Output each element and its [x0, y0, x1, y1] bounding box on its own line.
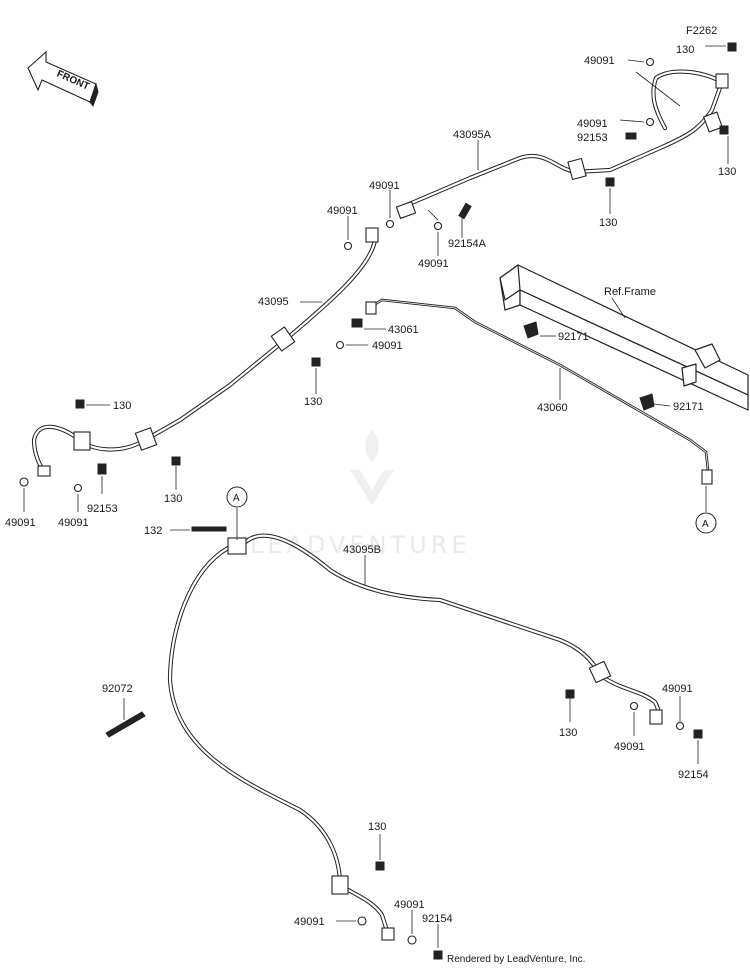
- label-49091: 49091: [577, 118, 608, 130]
- label-92154: 92154: [422, 913, 453, 925]
- label-130: 130: [368, 821, 386, 833]
- label-49091: 49091: [58, 517, 89, 529]
- label-92153: 92153: [87, 503, 118, 515]
- watermark-logo-icon: [350, 470, 394, 505]
- label-130: 130: [718, 166, 736, 178]
- callout-a-right: A: [695, 512, 717, 534]
- hose-43095a: [395, 69, 729, 220]
- label-49091: 49091: [418, 258, 449, 270]
- hardware: [19, 42, 737, 960]
- part-labels: 130 49091 49091 92153 43095A 130 130 490…: [5, 44, 736, 928]
- watermark-text: LEADVENTURE: [250, 531, 471, 559]
- front-arrow: FRONT: [27, 50, 99, 108]
- watermark: LEADVENTURE: [250, 430, 471, 559]
- label-132: 132: [144, 525, 162, 537]
- label-130: 130: [676, 44, 694, 56]
- label-92072: 92072: [102, 683, 133, 695]
- label-92171: 92171: [673, 401, 704, 413]
- label-49091: 49091: [369, 180, 400, 192]
- label-43060: 43060: [537, 402, 568, 414]
- label-43095a: 43095A: [453, 129, 492, 141]
- hose-43095b: [167, 533, 663, 941]
- hose-43095: [31, 227, 379, 477]
- label-43061: 43061: [388, 324, 419, 336]
- svg-text:A: A: [233, 493, 240, 504]
- brake-line-43060: [365, 298, 713, 485]
- label-130: 130: [559, 727, 577, 739]
- label-130: 130: [304, 396, 322, 408]
- label-92153: 92153: [577, 132, 608, 144]
- reference-frame: [499, 264, 749, 411]
- label-49091: 49091: [662, 683, 693, 695]
- callout-a-top: A: [226, 486, 248, 508]
- label-130: 130: [164, 493, 182, 505]
- svg-text:A: A: [702, 519, 709, 530]
- label-92154: 92154: [678, 769, 709, 781]
- diagram-code: F2262: [686, 25, 717, 37]
- label-92171: 92171: [558, 331, 589, 343]
- label-43095: 43095: [258, 296, 289, 308]
- label-49091: 49091: [372, 340, 403, 352]
- label-49091: 49091: [394, 899, 425, 911]
- label-49091: 49091: [327, 205, 358, 217]
- label-130: 130: [599, 217, 617, 229]
- leader-lines: [23, 45, 729, 948]
- footer-credit: Rendered by LeadVenture, Inc.: [447, 954, 585, 965]
- label-49091: 49091: [294, 916, 325, 928]
- ref-frame-label: Ref.Frame: [604, 286, 656, 298]
- label-92154a: 92154A: [448, 238, 487, 250]
- label-49091: 49091: [5, 517, 36, 529]
- label-49091: 49091: [614, 741, 645, 753]
- label-43095b: 43095B: [343, 544, 381, 556]
- clip-92072: [105, 711, 146, 738]
- label-130: 130: [113, 400, 131, 412]
- label-49091: 49091: [584, 55, 615, 67]
